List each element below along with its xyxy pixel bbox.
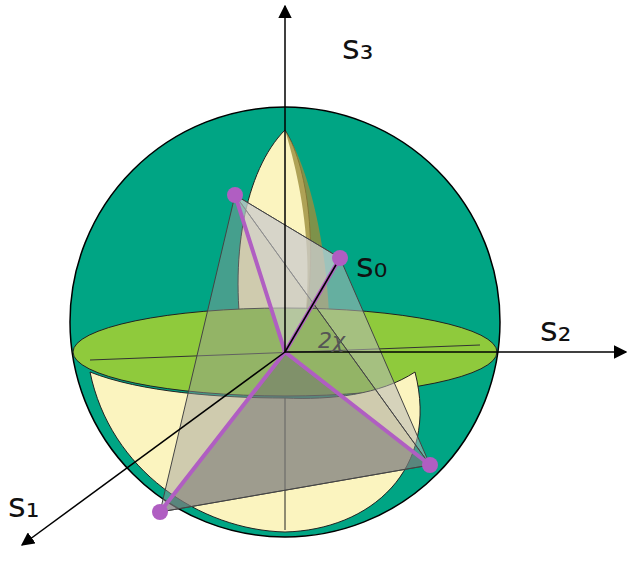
axis-label: s₃ xyxy=(342,30,373,64)
axis-label: s₁ xyxy=(8,488,39,522)
vector-label: s₀ xyxy=(356,248,387,282)
axis-label: s₂ xyxy=(540,312,571,346)
angle-label: 2χ xyxy=(318,330,345,352)
